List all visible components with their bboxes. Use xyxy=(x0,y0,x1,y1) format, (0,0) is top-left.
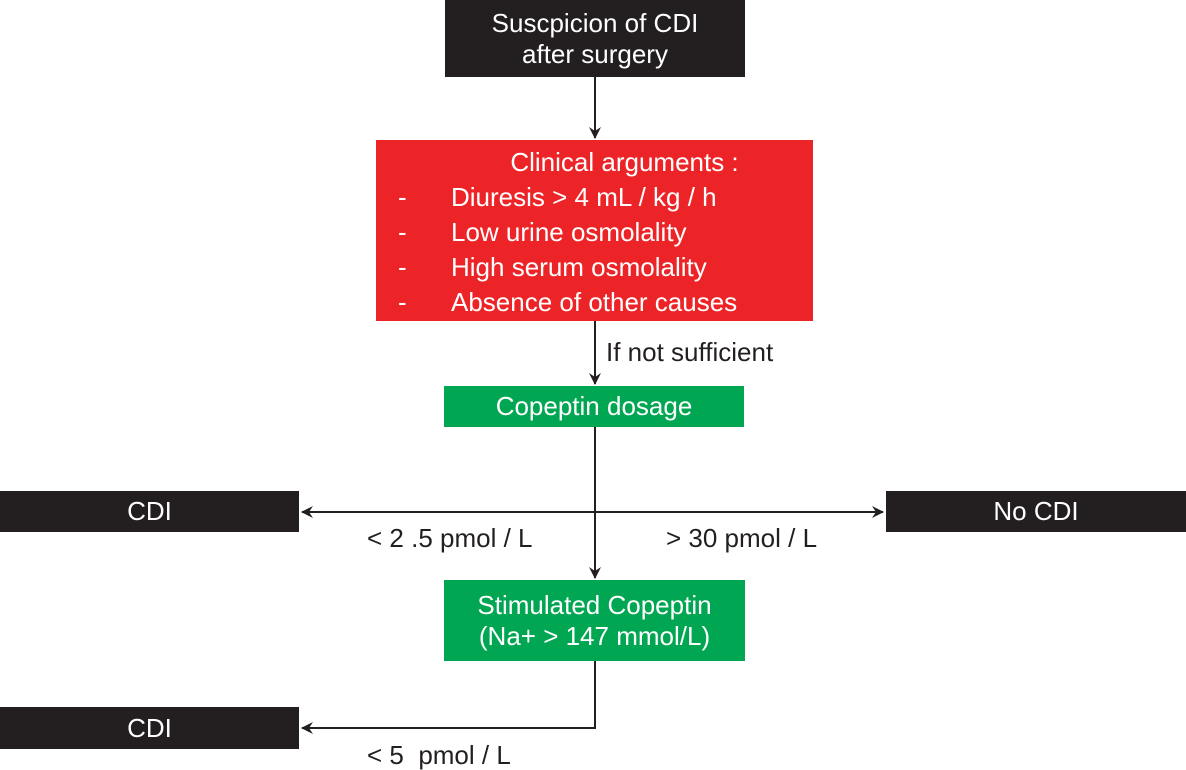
if-not-sufficient-label: If not sufficient xyxy=(606,337,774,367)
clinical-title: Clinical arguments : xyxy=(510,147,739,177)
clinical-item-text: Absence of other causes xyxy=(451,287,738,317)
clinical-item-text: High serum osmolality xyxy=(451,252,707,282)
lt-5-label: < 5 pmol / L xyxy=(367,740,511,770)
bullet: - xyxy=(398,287,407,317)
clinical-item-text: Low urine osmolality xyxy=(451,217,687,247)
cdi-bottom-text: CDI xyxy=(127,712,172,743)
bullet: - xyxy=(398,217,407,247)
gt-30-label: > 30 pmol / L xyxy=(666,523,818,553)
copeptin-dosage-text: Copeptin dosage xyxy=(495,391,693,421)
stimulated-line2: (Na+ > 147 mmol/L) xyxy=(478,620,711,651)
clinical-item: - Low urine osmolality xyxy=(376,215,813,250)
clinical-item: - Diuresis > 4 mL / kg / h xyxy=(376,180,813,215)
lt-2-5-label: < 2 .5 pmol / L xyxy=(367,523,533,553)
arrow-stimulated-to-cdi xyxy=(301,661,596,734)
cdi-left-node: CDI xyxy=(0,491,299,532)
bullet: - xyxy=(398,252,407,282)
start-line1: Suscpicion of CDI xyxy=(491,7,699,38)
start-line2: after surgery xyxy=(522,38,668,69)
clinical-item: - High serum osmolality xyxy=(376,250,813,285)
clinical-arguments-node: Clinical arguments : - Diuresis > 4 mL / … xyxy=(376,140,813,321)
no-cdi-text: No CDI xyxy=(993,496,1079,526)
cdi-left-text: CDI xyxy=(127,496,172,526)
no-cdi-node: No CDI xyxy=(886,491,1186,532)
cdi-bottom-node: CDI xyxy=(0,707,299,749)
stimulated-line1: Stimulated Copeptin xyxy=(477,589,712,620)
copeptin-dosage-node: Copeptin dosage xyxy=(444,386,744,427)
bullet: - xyxy=(398,182,407,212)
clinical-item-text: Diuresis > 4 mL / kg / h xyxy=(451,182,717,212)
start-node: Suscpicion of CDI after surgery xyxy=(445,0,745,77)
clinical-item: - Absence of other causes xyxy=(376,285,813,320)
stimulated-copeptin-node: Stimulated Copeptin (Na+ > 147 mmol/L) xyxy=(444,580,745,661)
